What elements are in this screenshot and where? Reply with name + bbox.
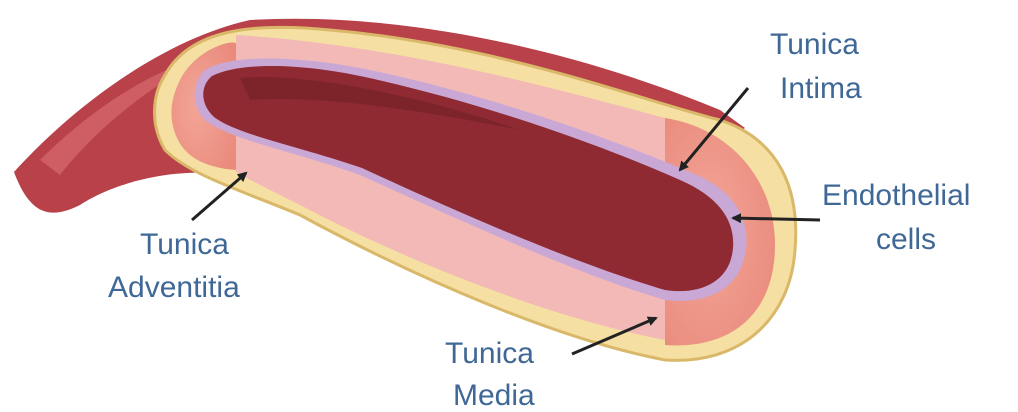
intima-label-line2: Intima (780, 72, 862, 105)
adventitia-label-line1: Tunica (140, 228, 229, 261)
intima-label-line1: Tunica (770, 28, 859, 61)
endothelial-label-line2: cells (876, 223, 936, 256)
adventitia-label-line2: Adventitia (108, 271, 240, 304)
endothelial-arrow (733, 218, 820, 220)
media-label-line2: Media (453, 379, 535, 412)
media-label-line1: Tunica (445, 337, 534, 370)
endothelial-label-line1: Endothelial (822, 179, 970, 212)
